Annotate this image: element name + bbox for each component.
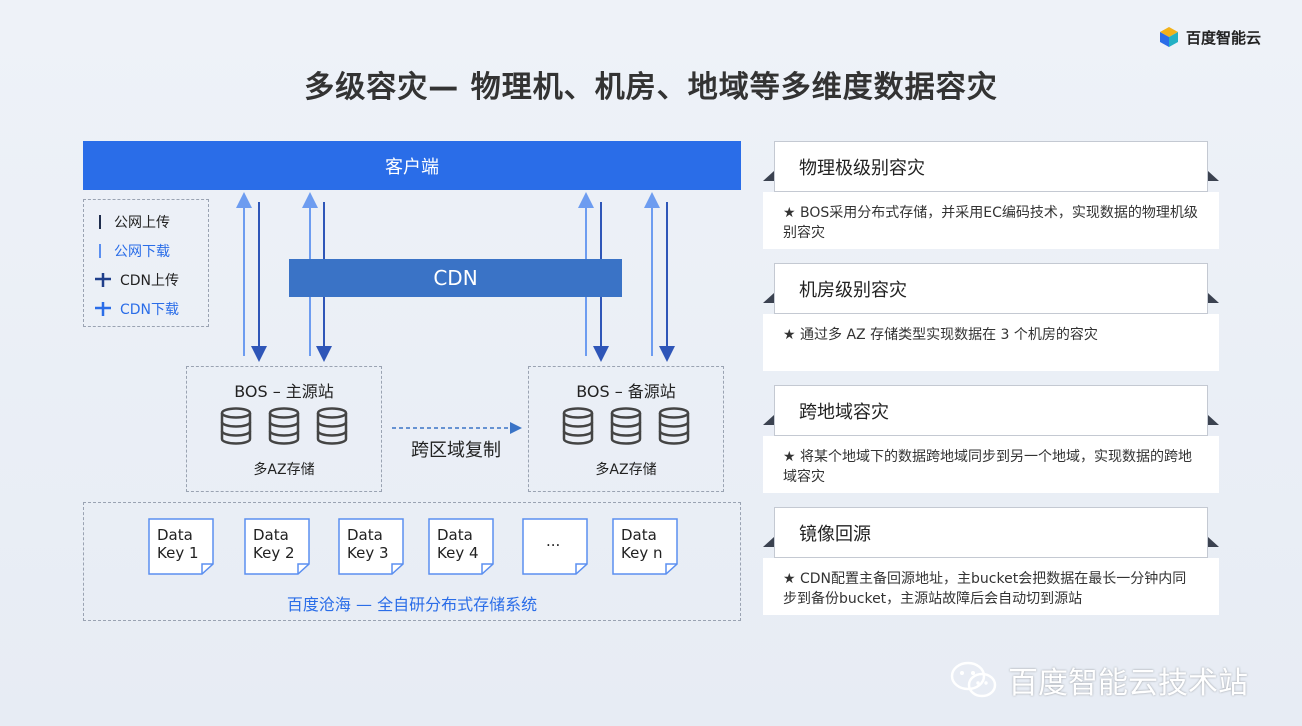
card-fold-corners — [763, 537, 1219, 547]
brand-name: 百度智能云 — [1186, 28, 1262, 47]
bos-backup-title: BOS – 备源站 — [576, 382, 676, 401]
database-icon — [610, 407, 642, 445]
brand-cube-icon — [1160, 27, 1178, 47]
database-icon — [268, 407, 300, 445]
database-icon — [220, 407, 252, 445]
cross-line-icon — [95, 302, 111, 316]
bos-backup-subtitle: 多AZ存储 — [595, 462, 657, 478]
data-key-card: Data Key 3 — [338, 518, 404, 575]
legend-item-cdn-download: CDN下载 — [94, 299, 179, 319]
database-icon — [658, 407, 690, 445]
database-icon — [562, 407, 594, 445]
card-heading: 机房级别容灾 — [774, 263, 1208, 314]
data-key-card: ... — [522, 518, 588, 575]
cdn-bar: CDN — [289, 259, 622, 297]
document-icon — [148, 518, 214, 575]
card-heading: 跨地域容灾 — [774, 385, 1208, 436]
card-text: ★ CDN配置主备回源地址，主bucket会把数据在最长一分钟内同步到备份buc… — [783, 571, 1187, 607]
card-fold-corners — [763, 415, 1219, 425]
thin-line-icon — [99, 244, 101, 258]
card-mirror: ★ CDN配置主备回源地址，主bucket会把数据在最长一分钟内同步到备份buc… — [763, 507, 1219, 615]
card-fold-corners — [763, 293, 1219, 303]
data-key-card: Data Key 4 — [428, 518, 494, 575]
document-icon — [338, 518, 404, 575]
legend-item-public-download: 公网下载 — [94, 241, 170, 261]
legend-item-cdn-upload: CDN上传 — [94, 270, 179, 290]
card-physical: ★ BOS采用分布式存储，并采用EC编码技术，实现数据的物理机级别容灾 物理极级… — [763, 141, 1219, 249]
thin-line-icon — [99, 215, 101, 229]
card-datacenter: ★ 通过多 AZ 存储类型实现数据在 3 个机房的容灾 机房级别容灾 — [763, 263, 1219, 371]
document-icon — [244, 518, 310, 575]
data-key-card: Data Key 2 — [244, 518, 310, 575]
card-text: ★ 将某个地域下的数据跨地域同步到另一个地域，实现数据的跨地域容灾 — [783, 449, 1192, 485]
wechat-icon — [950, 661, 997, 698]
card-fold-corners — [763, 171, 1219, 181]
database-icon — [316, 407, 348, 445]
bos-backup: BOS – 备源站 多AZ存储 — [528, 366, 724, 492]
storage-system: Data Key 1 Data Key 2 Data Key 3 Data Ke… — [83, 502, 741, 621]
card-text: ★ BOS采用分布式存储，并采用EC编码技术，实现数据的物理机级别容灾 — [783, 205, 1198, 241]
card-text: ★ 通过多 AZ 存储类型实现数据在 3 个机房的容灾 — [783, 327, 1098, 343]
legend: 公网上传 公网下载 CDN上传 CDN下载 — [83, 199, 209, 327]
document-icon — [522, 518, 588, 575]
document-icon — [428, 518, 494, 575]
document-icon — [612, 518, 678, 575]
card-heading: 物理极级别容灾 — [774, 141, 1208, 192]
cross-line-icon — [95, 273, 111, 287]
watermark: 百度智能云技术站 — [950, 658, 1248, 702]
replication-label: 跨区域复制 — [411, 440, 501, 461]
bos-primary-title: BOS – 主源站 — [234, 382, 334, 401]
bos-primary: BOS – 主源站 多AZ存储 — [186, 366, 382, 492]
card-region: ★ 将某个地域下的数据跨地域同步到另一个地域，实现数据的跨地域容灾 跨地域容灾 — [763, 385, 1219, 493]
data-key-card: Data Key 1 — [148, 518, 214, 575]
page-title: 多级容灾— 物理机、机房、地域等多维度数据容灾 — [304, 70, 998, 105]
brand-logo: 百度智能云 — [1158, 26, 1261, 48]
legend-item-public-upload: 公网上传 — [94, 212, 170, 232]
client-bar: 客户端 — [83, 141, 741, 190]
data-key-card: Data Key n — [612, 518, 678, 575]
bos-primary-subtitle: 多AZ存储 — [253, 462, 315, 478]
storage-system-label: 百度沧海 — 全自研分布式存储系统 — [286, 595, 538, 614]
card-heading: 镜像回源 — [774, 507, 1208, 558]
watermark-text: 百度智能云技术站 — [1008, 666, 1248, 701]
